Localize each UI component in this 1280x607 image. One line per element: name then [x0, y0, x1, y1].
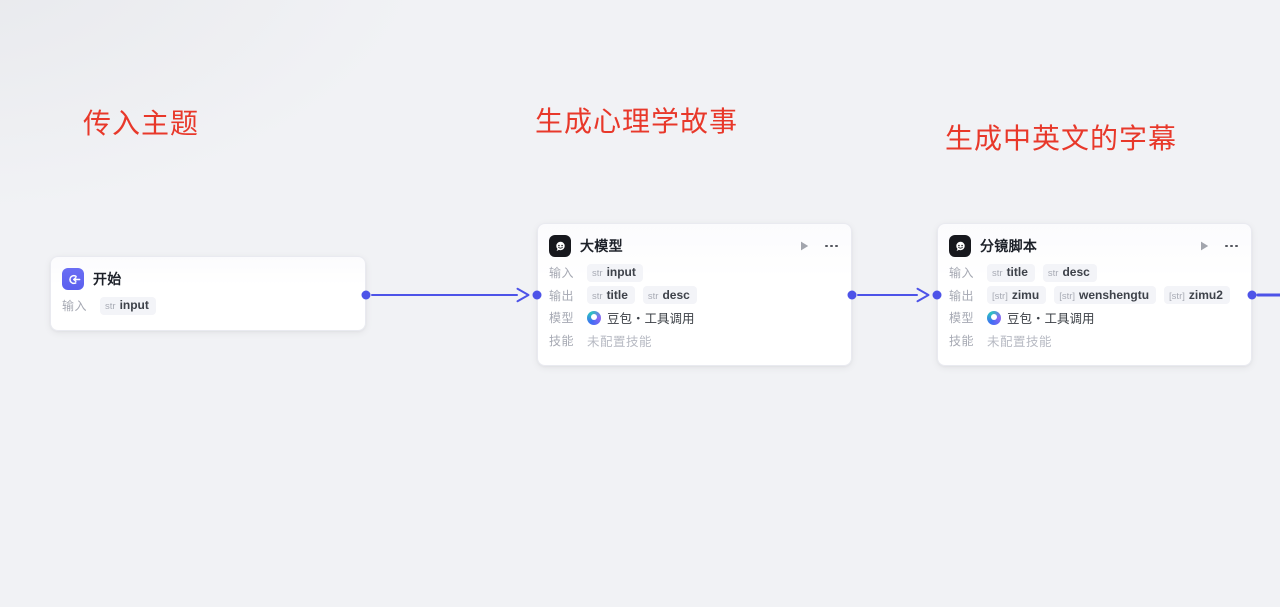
- param-name: title: [1006, 265, 1028, 279]
- param-type: [str]: [1059, 290, 1076, 302]
- node-llm[interactable]: 大模型 输入 str input 输出 str title: [537, 223, 852, 366]
- param-name: zimu2: [1188, 287, 1223, 302]
- row-label-model: 模型: [949, 311, 975, 325]
- param-type: str: [592, 290, 603, 302]
- edge-start-to-llm-arrowhead: [516, 287, 530, 303]
- param-type: str: [592, 268, 603, 279]
- storyboard-model-row: 模型 豆包・工具调用: [949, 310, 1239, 326]
- doubao-logo-icon: [587, 310, 601, 325]
- param-type: [str]: [1169, 290, 1185, 302]
- model-name: 豆包・工具调用: [1007, 312, 1095, 326]
- node-storyboard-header: 分镜脚本: [938, 224, 1251, 257]
- node-llm-header: 大模型: [538, 224, 851, 257]
- param-type: str: [105, 301, 116, 312]
- param-type: str: [992, 268, 1003, 279]
- run-icon[interactable]: [797, 239, 811, 253]
- node-title: 大模型: [580, 238, 623, 254]
- annotation-generate-psychology-story: 生成心理学故事: [535, 106, 739, 137]
- node-start-header: 开始: [51, 257, 365, 290]
- param-badge: [str] zimu2: [1164, 286, 1230, 304]
- model-name: 豆包・工具调用: [607, 312, 695, 326]
- row-label-skill: 技能: [549, 333, 575, 348]
- storyboard-skill-row: 技能 未配置技能: [949, 333, 1239, 349]
- param-type: str: [647, 290, 659, 302]
- llm-chat-bubble-icon: [949, 235, 971, 257]
- skill-status: 未配置技能: [587, 334, 653, 349]
- param-badge: str desc: [1042, 263, 1097, 282]
- param-badge: str desc: [642, 286, 697, 304]
- edge-llm-to-storyboard-arrowhead: [916, 287, 930, 303]
- annotation-pass-topic: 传入主题: [83, 108, 200, 139]
- row-label-input: 输入: [549, 266, 575, 280]
- llm-model-row: 模型 豆包・工具调用: [549, 310, 839, 326]
- node-title: 分镜脚本: [980, 238, 1038, 254]
- llm-output-port[interactable]: [847, 290, 857, 300]
- row-label-input: 输入: [62, 299, 88, 313]
- param-badge: [str] wenshengtu: [1054, 286, 1157, 304]
- param-badge: str title: [987, 263, 1035, 282]
- more-ellipsis-icon[interactable]: [1224, 241, 1239, 252]
- row-label-model: 模型: [549, 311, 575, 325]
- start-output-port[interactable]: [361, 290, 371, 300]
- storyboard-input-port[interactable]: [932, 290, 942, 300]
- row-label-skill: 技能: [949, 333, 975, 348]
- storyboard-output-port[interactable]: [1247, 290, 1257, 300]
- node-start[interactable]: 开始 输入 str input: [50, 256, 366, 331]
- param-name: zimu: [1011, 287, 1040, 302]
- param-name: input: [606, 265, 636, 279]
- param-name: desc: [1062, 265, 1090, 279]
- llm-input-port[interactable]: [532, 290, 542, 300]
- llm-output-row: 输出 str title str desc: [549, 286, 839, 304]
- param-name: desc: [662, 287, 690, 302]
- param-badge: str title: [587, 286, 635, 304]
- run-icon[interactable]: [1197, 239, 1211, 253]
- storyboard-output-row: 输出 [str] zimu [str] wenshengtu [str] zim…: [949, 286, 1239, 304]
- param-type: [str]: [992, 290, 1008, 302]
- param-type: str: [1047, 268, 1059, 279]
- llm-skill-row: 技能 未配置技能: [549, 333, 839, 349]
- param-badge: str input: [100, 296, 156, 315]
- param-badge: [str] zimu: [987, 286, 1047, 304]
- llm-input-row: 输入 str input: [549, 263, 839, 282]
- row-label-output: 输出: [549, 288, 575, 303]
- start-input-row: 输入 str input: [62, 296, 353, 315]
- param-name: input: [119, 298, 149, 312]
- row-label-output: 输出: [949, 288, 975, 303]
- node-title: 开始: [93, 271, 122, 287]
- param-name: title: [606, 287, 628, 302]
- llm-chat-bubble-icon: [549, 235, 571, 257]
- start-enter-icon: [62, 268, 84, 290]
- param-name: wenshengtu: [1079, 287, 1150, 302]
- row-label-input: 输入: [949, 266, 975, 280]
- annotation-generate-bilingual-subtitles: 生成中英文的字幕: [945, 123, 1178, 154]
- storyboard-input-row: 输入 str title str desc: [949, 263, 1239, 282]
- node-storyboard[interactable]: 分镜脚本 输入 str title str desc: [937, 223, 1252, 366]
- doubao-logo-icon: [987, 310, 1001, 325]
- param-badge: str input: [587, 263, 643, 282]
- more-ellipsis-icon[interactable]: [824, 241, 839, 252]
- skill-status: 未配置技能: [987, 334, 1053, 349]
